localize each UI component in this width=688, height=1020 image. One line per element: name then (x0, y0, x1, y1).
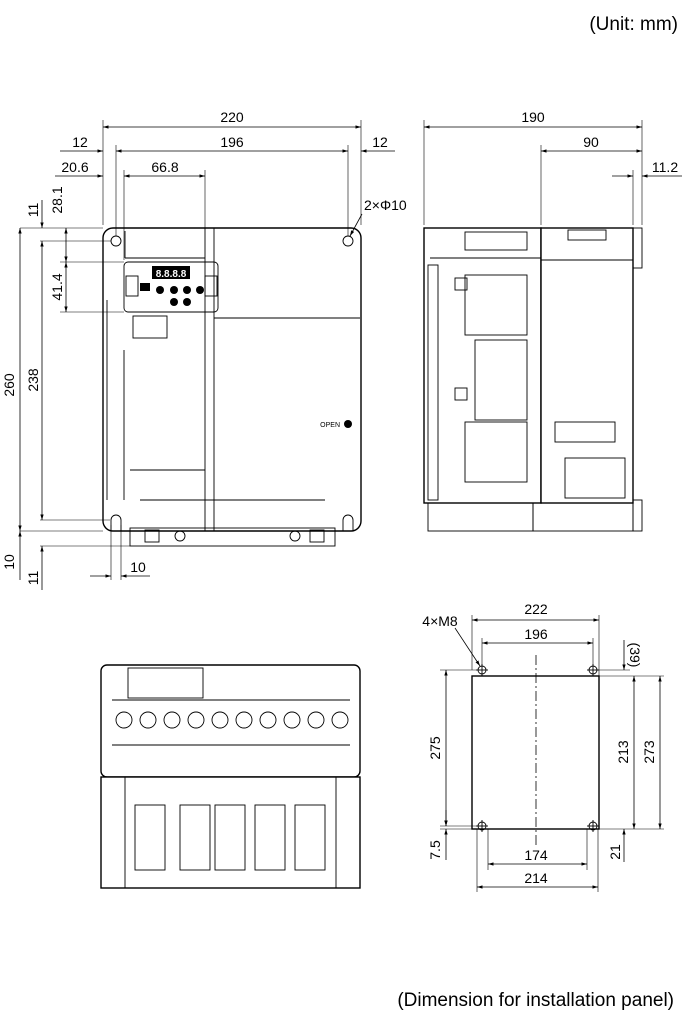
dim-panel-bottom-margin: 21 (607, 844, 623, 860)
dim-front-right-margin: 12 (372, 134, 388, 150)
dim-side-total-depth: 190 (521, 109, 545, 125)
keypad-display (152, 266, 190, 279)
dim-panel-screws: 4×M8 (422, 613, 458, 629)
dim-side-rear-depth: 90 (583, 134, 599, 150)
keypad-panel (123, 261, 219, 313)
dim-front-total-height: 260 (1, 373, 17, 397)
dim-mounting-holes: 2×Φ10 (364, 197, 407, 213)
dim-front-bottom-offset: 11 (25, 571, 41, 586)
front-view: 8.8.8.8 OPEN 220 196 12 12 (1, 109, 407, 590)
dim-keypad-left: 20.6 (61, 159, 88, 175)
dim-panel-total-bottom: 214 (524, 870, 548, 886)
dim-front-bottom-hole: 10 (1, 554, 17, 570)
dim-panel-hole-pitch-x: 196 (524, 626, 548, 642)
dim-keypad-top: 28.1 (49, 186, 65, 213)
inverter-side-body (423, 227, 542, 504)
screw-hole-bottom-left (476, 820, 488, 832)
unit-label: (Unit: mm) (589, 14, 678, 35)
dim-panel-outer-width: 222 (524, 601, 548, 617)
dim-keypad-height: 41.4 (49, 273, 65, 300)
dim-front-left-margin: 12 (72, 134, 88, 150)
dim-panel-cut-height: 213 (615, 740, 631, 764)
bottom-view (100, 664, 361, 889)
dim-front-inner-width: 196 (220, 134, 244, 150)
dim-front-hole-pitch: 238 (25, 368, 41, 392)
inverter-front-body (102, 227, 362, 532)
dim-panel-hole-pitch-y: 275 (427, 736, 443, 760)
dim-front-top-offset: 11 (25, 203, 41, 218)
mounting-slot-bottom-right (342, 514, 354, 531)
side-view: 190 90 11.2 (423, 109, 682, 532)
mounting-slot-bottom-left (110, 514, 122, 531)
screw-hole-top-left (476, 664, 488, 676)
dim-panel-top-offset: (39) (627, 643, 643, 668)
dim-panel-outer-height: 273 (641, 740, 657, 764)
dim-side-flange: 11.2 (652, 159, 678, 175)
dim-panel-cut-width: 174 (524, 847, 548, 863)
dim-front-total-width: 220 (220, 109, 244, 125)
installation-panel-caption: (Dimension for installation panel) (397, 990, 674, 1011)
dim-keypad-width: 66.8 (151, 159, 178, 175)
screw-hole-top-right (587, 664, 599, 676)
dim-panel-bottom-offset: 7.5 (427, 840, 443, 860)
dim-slot-width: 10 (130, 559, 146, 575)
panel-cutout-outline (471, 675, 600, 830)
door-screw (344, 420, 352, 428)
panel-cutout-view: 222 196 4×M8 (39) 275 213 273 7.5 (422, 601, 664, 892)
screw-hole-bottom-right (587, 820, 599, 832)
keypad-display-text: 8.8.8.8 (156, 269, 187, 280)
door-open-label: OPEN (320, 422, 340, 429)
